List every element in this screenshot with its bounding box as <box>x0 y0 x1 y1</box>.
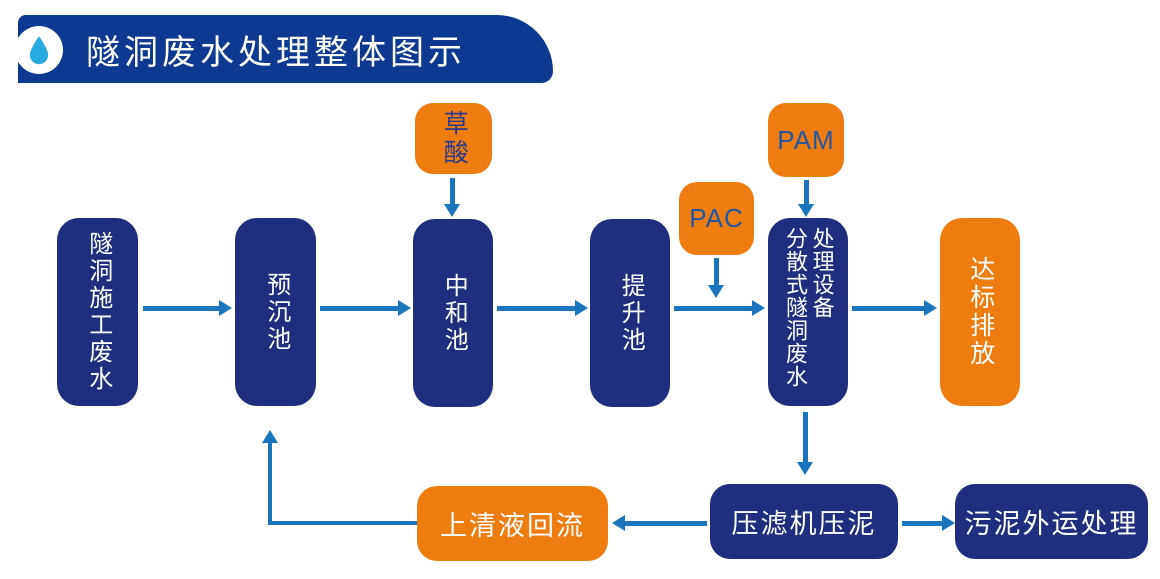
node-discharge: 达标排放 <box>940 218 1020 406</box>
node-pam: PAM <box>768 103 844 177</box>
water-drop-icon <box>29 36 49 65</box>
node-equipment: 分散式隧洞废水 处理设备 <box>768 218 848 406</box>
node-supernatant-return: 上清液回流 <box>417 486 608 561</box>
node-filter-press-label: 压滤机压泥 <box>731 509 877 539</box>
node-equipment-label-col2: 处理设备 <box>809 227 835 319</box>
node-pac: PAC <box>679 182 754 255</box>
node-neutralization-label: 中和池 <box>440 272 468 354</box>
node-discharge-label: 达标排放 <box>966 256 995 368</box>
node-neutralization: 中和池 <box>413 219 493 407</box>
water-drop-badge <box>15 26 63 74</box>
node-pam-label: PAM <box>777 124 835 155</box>
header-banner: 隧洞废水处理整体图示 <box>15 15 553 83</box>
node-filter-press: 压滤机压泥 <box>710 484 898 559</box>
node-oxalic-acid: 草酸 <box>415 103 492 174</box>
node-lifting: 提升池 <box>590 219 670 407</box>
node-pac-label: PAC <box>689 203 744 233</box>
node-supernatant-return-label: 上清液回流 <box>440 511 585 541</box>
node-source-label: 隧洞施工废水 <box>84 231 112 393</box>
node-lifting-label: 提升池 <box>617 272 645 354</box>
node-presettling: 预沉池 <box>235 218 316 406</box>
node-equipment-label-col1: 分散式隧洞废水 <box>783 227 808 388</box>
node-source: 隧洞施工废水 <box>57 218 138 406</box>
node-oxalic-acid-label: 草酸 <box>440 109 469 168</box>
node-sludge-transport: 污泥外运处理 <box>955 484 1148 559</box>
page-title: 隧洞废水处理整体图示 <box>86 32 466 73</box>
node-presettling-label: 预沉池 <box>262 271 290 353</box>
node-sludge-transport-label: 污泥外运处理 <box>964 509 1139 539</box>
